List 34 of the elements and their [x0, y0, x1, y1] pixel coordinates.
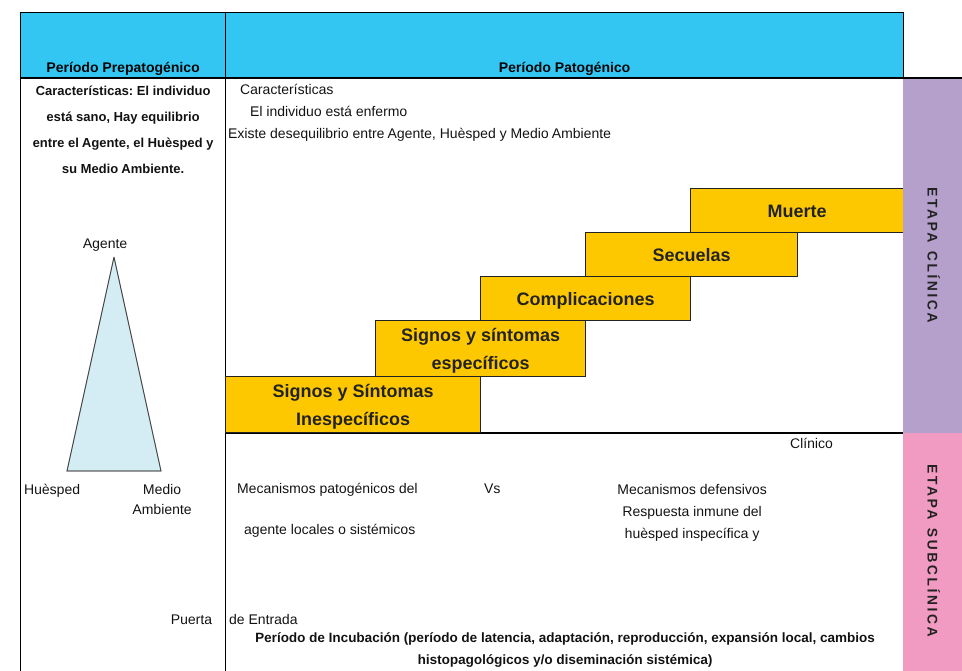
column-heading: Período Prepatogénico	[46, 59, 200, 75]
description-text: Período de Incubación (período de latencia, adaptación, reproducción, expansión local, cambios histopagológicos y/o diseminación sistémica)	[254, 629, 876, 669]
stage-band	[903, 433, 962, 671]
header-band	[20, 12, 226, 78]
vertex-label: Medio Ambiente	[131, 480, 193, 519]
epidemiological-triangle	[66, 256, 162, 472]
stage-box	[225, 376, 481, 433]
band-label: ETAPA SUBCLÍNICA	[924, 464, 940, 640]
description-text: Mecanismos patogénicos del	[237, 479, 419, 498]
note-text: Clínico	[790, 434, 834, 453]
stage-label: Signos y síntomas específicos	[400, 324, 562, 375]
note-text: Puerta	[170, 610, 212, 629]
versus-text: Vs	[484, 479, 502, 498]
subheading: Características	[240, 80, 334, 99]
description-text: agente locales o sistémicos	[244, 520, 416, 539]
description-text: El individuo está enfermo	[250, 102, 408, 121]
column-heading: Período Patogénico	[498, 59, 630, 75]
description-text: Características: El individuo está sano, Hay equilibrio entre el Agente, el Huèsped y su Medio Ambiente.	[32, 82, 214, 178]
note-text: de Entrada	[229, 610, 298, 629]
description-text: Mecanismos defensivos Respuesta inmune del huèsped inspecífica y	[616, 480, 768, 543]
vertex-label: Agente	[82, 234, 128, 253]
stage-band	[903, 79, 962, 433]
description-text: Existe desequilibrio entre Agente, Huèsped y Medio Ambiente	[228, 124, 612, 143]
stage-label: Muerte	[767, 200, 826, 222]
vertex-label: Huèsped	[24, 480, 82, 499]
stage-label: Secuelas	[652, 244, 731, 266]
band-label: ETAPA CLÍNICA	[924, 186, 940, 325]
stage-box	[690, 188, 904, 233]
stage-box	[375, 320, 586, 377]
stage-label: Complicaciones	[516, 288, 655, 311]
stage-box	[480, 276, 691, 321]
stage-label: Signos y Síntomas Inespecíficos	[271, 380, 435, 431]
stage-box	[585, 232, 798, 277]
header-band	[225, 12, 904, 78]
